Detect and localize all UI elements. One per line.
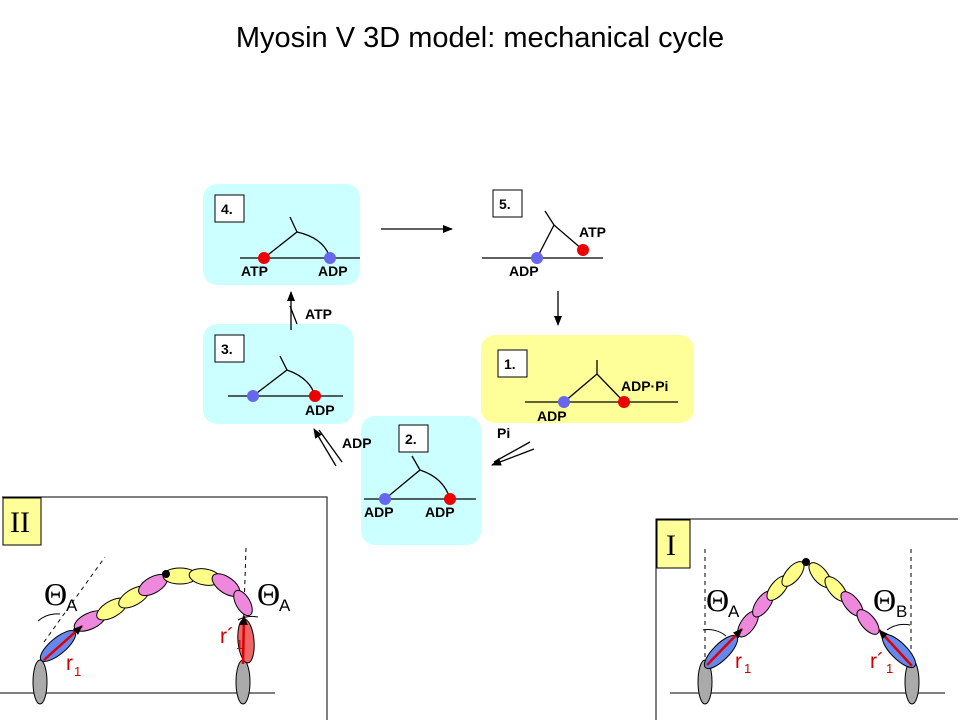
panel-II-theta-right-sub: A	[279, 596, 291, 615]
step-5-group: 5. ADP ATP	[482, 189, 606, 279]
step-2-stalk	[411, 455, 421, 471]
step-3-stalk	[279, 355, 288, 371]
step-2-blue-head	[379, 493, 391, 505]
panel-I-r1-sub: 1	[744, 661, 751, 676]
adp-release-branch	[318, 429, 343, 463]
panel-I-r1prime-vector	[878, 629, 913, 667]
step-2-red-head	[444, 493, 456, 505]
step-3-group: 3. ADP	[203, 324, 353, 424]
step-2-left-label: ADP	[364, 504, 394, 520]
panel-II-left-foot	[32, 659, 48, 705]
step-3-right-label: ADP	[305, 402, 335, 418]
step-5-stalk	[544, 210, 555, 226]
panel-II-r1-label: r	[66, 652, 73, 675]
panel-I-left-foot	[697, 659, 713, 705]
arrow-2-to-3	[313, 428, 337, 467]
step-2-number: 2.	[405, 431, 417, 447]
panel-II-roman: II	[10, 506, 30, 539]
panel-II-r1prime-vector	[239, 615, 248, 665]
panel-I-right-arc	[886, 623, 911, 631]
step-2-box	[398, 424, 429, 453]
atp-binding-label: ATP	[305, 306, 332, 322]
panel-I-theta-left-sub: A	[728, 602, 740, 621]
panel-II-label-box	[2, 497, 42, 546]
panel-I-r1-vector	[706, 628, 743, 666]
panel-II-r1-sub: 1	[74, 664, 81, 679]
step-3-blue-head	[247, 390, 259, 402]
panel-I-segment	[856, 609, 880, 635]
panel-II-left-arc	[37, 613, 61, 622]
panel-I-r1prime-sub: 1	[886, 661, 893, 676]
step-4-right-label: ADP	[318, 263, 348, 279]
step-3-number: 3.	[221, 341, 233, 357]
panel-II-r1prime-label: r´	[220, 625, 234, 648]
panel-II-segment	[233, 589, 253, 617]
step-4-number: 4.	[221, 201, 233, 217]
step-1-blue-head	[558, 396, 570, 408]
panel-II-frame	[2, 496, 328, 720]
panel-II-r1prime-sub: 1	[236, 637, 243, 652]
panel-I-label-box	[656, 519, 691, 569]
step-2-right-label: ADP	[425, 504, 455, 520]
panel-II-r1-vector	[43, 625, 83, 661]
adp-release-label: ADP	[342, 435, 372, 451]
step-4-left-label: ATP	[241, 263, 268, 279]
step-5-blue-head	[531, 252, 543, 264]
step-1-box	[497, 349, 528, 378]
panel-II-right-foot	[235, 659, 251, 705]
panel-II-theta-left: Θ	[44, 576, 67, 612]
step-5-number: 5.	[499, 196, 511, 212]
step-1-group: 1. ADP ADP·Pi	[481, 335, 694, 424]
step-3-red-head	[309, 390, 321, 402]
step-4-stalk	[289, 216, 298, 233]
panel-I: I Θ A Θ B r 1 r´ 1	[655, 518, 958, 720]
step-1-panel	[481, 335, 694, 423]
pi-release-label: Pi	[497, 425, 510, 441]
panel-II-left-dash	[43, 556, 106, 643]
panel-II-theta-right: Θ	[257, 576, 280, 612]
panel-I-r1prime-label: r´	[870, 650, 884, 673]
step-5-box	[492, 189, 523, 218]
panel-I-pivot	[802, 558, 810, 566]
step-3-box	[214, 334, 245, 363]
step-2-group: 2. ADP ADP	[361, 416, 481, 545]
panel-I-theta-right: Θ	[873, 582, 896, 618]
step-4-blue-head	[324, 252, 336, 264]
step-4-box	[214, 194, 245, 223]
step-5-right-label: ATP	[579, 224, 606, 240]
step-1-number: 1.	[504, 356, 516, 372]
page-title: Myosin V 3D model: mechanical cycle	[235, 22, 725, 54]
panel-II-theta-left-sub: A	[66, 596, 78, 615]
step-4-red-head	[258, 252, 270, 264]
step-1-right-label: ADP·Pi	[621, 378, 668, 394]
step-1-red-head	[618, 396, 630, 408]
panel-II-right-arc	[237, 615, 259, 621]
step-2-panel	[361, 416, 481, 545]
panel-I-roman: I	[666, 529, 676, 562]
arrow-1-to-2	[491, 448, 535, 466]
panel-I-theta-left: Θ	[706, 582, 729, 618]
panel-II: II Θ A Θ A r 1 r´ 1	[0, 496, 328, 720]
step-4-group: 4. ATP ADP	[203, 184, 360, 285]
step-5-lever	[536, 223, 584, 259]
panel-I-left-arc	[702, 629, 727, 637]
step-5-red-head	[577, 244, 589, 256]
panel-I-r1-label: r	[735, 650, 742, 673]
panel-I-theta-right-sub: B	[896, 602, 907, 621]
panel-I-frame	[655, 518, 958, 720]
step-1-left-label: ADP	[537, 408, 567, 424]
step-5-left-label: ADP	[509, 263, 539, 279]
panel-II-pivot	[162, 570, 170, 578]
